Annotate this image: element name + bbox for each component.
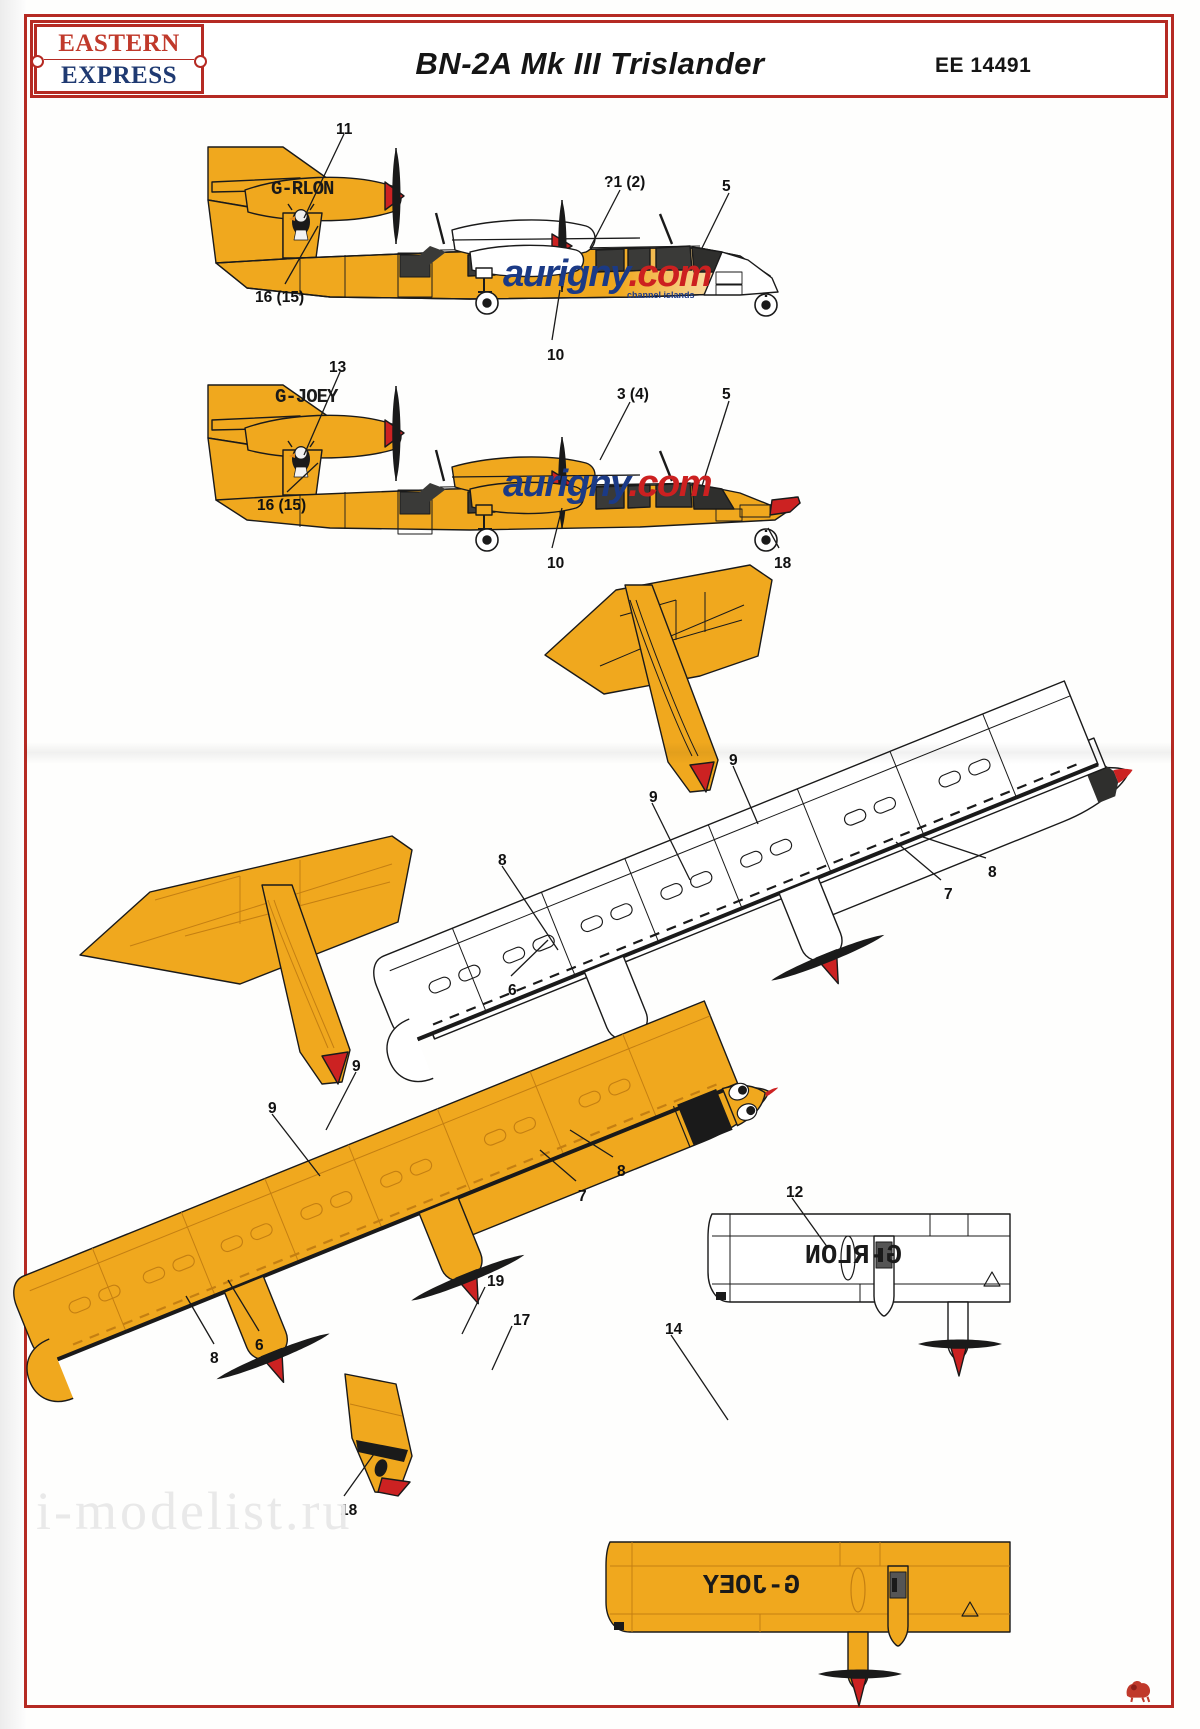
callout-7-a: 7 — [944, 886, 953, 903]
callout-5-bottom: 5 — [722, 386, 731, 403]
callout-leader-lines — [185, 133, 987, 1497]
callout-6-a: 6 — [508, 982, 517, 999]
callout-16-15-bottom: 16 (15) — [257, 497, 307, 514]
kit-code: EE 14491 — [935, 54, 1032, 77]
callout-13: 13 — [329, 359, 347, 376]
wing-underside-detail-g-rlon — [707, 1213, 1011, 1377]
callout-7-b: 7 — [578, 1188, 587, 1205]
header-bar — [30, 20, 1168, 98]
tail-assembly-yellow-upper — [544, 564, 773, 793]
tailplane-part-detail — [344, 1373, 413, 1497]
callout-14: 14 — [665, 1321, 683, 1338]
callout-10-top: 10 — [547, 347, 565, 364]
brand-logo-line2: EXPRESS — [60, 61, 178, 89]
callout-18-bottom: 18 — [774, 555, 792, 572]
page-title: BN-2A Mk III Trislander — [415, 46, 765, 81]
aurigny-logo-top: aurigny.com — [503, 253, 713, 295]
callout-19: 19 — [487, 1273, 505, 1290]
callout-17: 17 — [513, 1312, 531, 1329]
callout-9-c: 9 — [352, 1058, 361, 1075]
aurigny-logo-bottom: aurigny.com — [503, 463, 713, 505]
aurigny-wordmark: aurigny — [503, 463, 630, 505]
aurigny-dotcom: .com — [628, 463, 712, 505]
callout-12: 12 — [786, 1184, 804, 1201]
plan-view-yellow-upper — [13, 1000, 779, 1403]
callout-3-4: 3 (4) — [617, 386, 649, 403]
aurigny-dotcom: .com — [628, 253, 712, 295]
callout-10-bottom: 10 — [547, 555, 565, 572]
callout-16-15-top: 16 (15) — [255, 289, 305, 306]
brand-logo: EASTERN EXPRESS — [31, 24, 207, 94]
callout-5-top: 5 — [722, 178, 731, 195]
callout-8-c: 8 — [617, 1163, 626, 1180]
registration-g-joey-side: G-JOEY — [275, 386, 338, 408]
callout-q1-2: ?1 (2) — [604, 174, 646, 191]
callout-9-a: 9 — [729, 752, 738, 769]
callout-8-b: 8 — [988, 864, 997, 881]
callout-9-b: 9 — [649, 789, 658, 806]
callout-8-d: 8 — [210, 1350, 219, 1367]
callout-11: 11 — [336, 121, 353, 138]
brand-logo-line1: EASTERN — [58, 29, 180, 57]
callout-18-part: 18 — [340, 1502, 358, 1519]
watermark: i-modelist.ru — [36, 1481, 353, 1541]
paper-edge-shadow — [0, 0, 26, 1729]
callout-6-b: 6 — [255, 1337, 264, 1354]
registration-g-rlon-side: G-RLON — [271, 178, 334, 200]
registration-g-rlon-wing: G-RLON — [804, 1242, 902, 1272]
tail-assembly-yellow-lower — [79, 835, 413, 1085]
publisher-corner-icon — [1126, 1681, 1151, 1703]
wing-underside-detail-g-joey — [605, 1541, 1011, 1707]
side-view-g-rlon — [207, 146, 779, 317]
brand-logo-divider — [44, 58, 194, 60]
aurigny-subtitle-top: channel islands — [627, 290, 695, 300]
aurigny-wordmark: aurigny — [503, 253, 630, 295]
callout-8-a: 8 — [498, 852, 507, 869]
registration-g-joey-wing: G-JOEY — [702, 1572, 800, 1602]
callout-9-d: 9 — [268, 1100, 277, 1117]
page-border — [24, 14, 1174, 1708]
